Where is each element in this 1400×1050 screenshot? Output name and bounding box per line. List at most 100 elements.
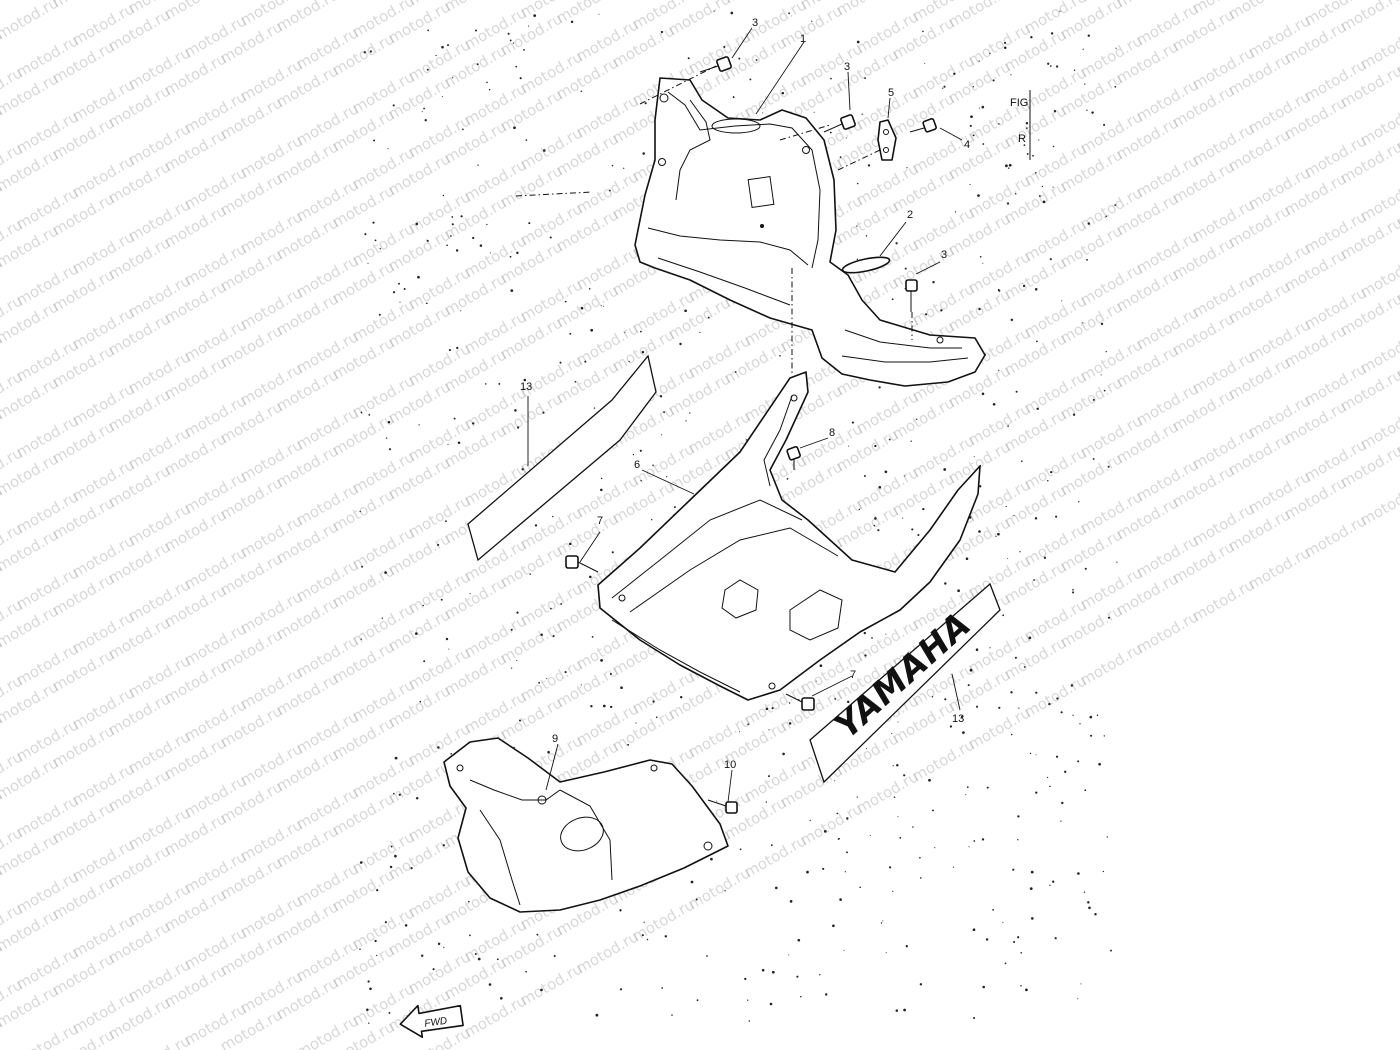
noise-dot [1005,164,1008,168]
noise-dot [919,856,921,859]
noise-dot [418,424,420,426]
noise-dot [421,954,424,957]
noise-dot [415,632,418,635]
noise-dot [823,830,827,833]
noise-dot [1020,952,1022,954]
noise-dot [486,81,488,84]
noise-dot [368,414,371,416]
noise-dot [1033,579,1035,581]
noise-dot [441,45,444,49]
noise-dot [1055,755,1059,758]
noise-dot [447,443,449,445]
noise-dot [809,819,811,822]
noise-dot [661,434,663,436]
noise-dot [732,96,735,99]
noise-dot [1072,588,1074,591]
noise-dot [1100,322,1104,326]
noise-dot [1087,901,1090,904]
noise-dot [1086,259,1088,261]
noise-dot [421,111,423,113]
noise-dot [1082,48,1084,50]
noise-dot [782,752,785,756]
noise-dot [830,77,832,80]
noise-dot [1082,322,1084,324]
noise-dot [839,898,842,901]
noise-dot [858,508,861,511]
noise-dot [543,149,546,152]
noise-dot [1010,733,1013,736]
noise-dot [437,543,440,546]
noise-dot [911,528,914,531]
noise-dot [813,111,815,113]
noise-dot [389,865,393,869]
noise-dot [1031,917,1034,920]
noise-dot [559,361,562,364]
noise-dot [1072,591,1075,594]
noise-dot [374,239,377,242]
noise-dot [699,331,701,334]
noise-dot [1092,398,1095,401]
callout-7-left: 7 [597,515,603,527]
noise-dot [359,510,361,513]
callout-8: 8 [829,427,835,439]
noise-dot [451,223,454,226]
noise-dot [981,392,985,396]
watermark-text: motod.ru [0,0,62,43]
noise-dot [534,524,538,527]
noise-dot [488,88,491,91]
noise-dot [1007,167,1010,169]
noise-dot [730,11,734,15]
noise-dot [584,360,587,363]
noise-dot [765,707,769,711]
noise-dot [774,886,778,890]
noise-dot [666,476,668,478]
noise-dot [1010,74,1012,76]
noise-dot [1050,470,1053,474]
noise-dot [376,889,379,892]
noise-dot [1025,988,1028,992]
noise-dot [550,607,552,610]
noise-dot [789,900,793,903]
noise-dot [992,79,995,82]
watermark-text: motod.ru [1225,0,1294,23]
noise-dot [916,418,918,420]
noise-dot [639,449,642,452]
edge-text-top: FIG [1010,97,1028,109]
noise-dot [392,104,395,107]
noise-dot [1103,389,1106,392]
noise-dot [1103,123,1106,126]
noise-dot [486,223,488,226]
noise-dot [460,215,463,218]
noise-dot [360,411,363,414]
noise-dot [710,857,713,861]
noise-dot [986,786,989,789]
noise-dot [385,437,388,439]
noise-dot [724,890,726,892]
noise-dot [1061,300,1063,302]
noise-dot [1088,906,1091,910]
noise-dot [455,249,459,252]
noise-dot [360,638,362,640]
noise-dot [1013,514,1015,516]
noise-dot [859,886,862,889]
noise-dot [610,705,613,709]
noise-dot [643,921,645,923]
watermark-text: motod.ru [49,0,118,11]
noise-dot [689,412,691,414]
noise-dot [426,239,429,242]
noise-dot [769,1002,773,1006]
noise-dot [967,684,970,687]
noise-dot [1015,390,1018,393]
noise-dot [997,532,1000,536]
noise-dot [1054,937,1057,940]
noise-dot [471,422,475,425]
noise-dot [1080,983,1082,985]
noise-dot [549,236,552,239]
noise-dot [884,470,888,474]
noise-dot [500,997,503,1000]
noise-dot [975,705,979,708]
noise-dot [932,809,934,812]
noise-dot [952,866,955,868]
watermark-text: motod.ru [1357,479,1400,529]
noise-dot [861,113,863,115]
